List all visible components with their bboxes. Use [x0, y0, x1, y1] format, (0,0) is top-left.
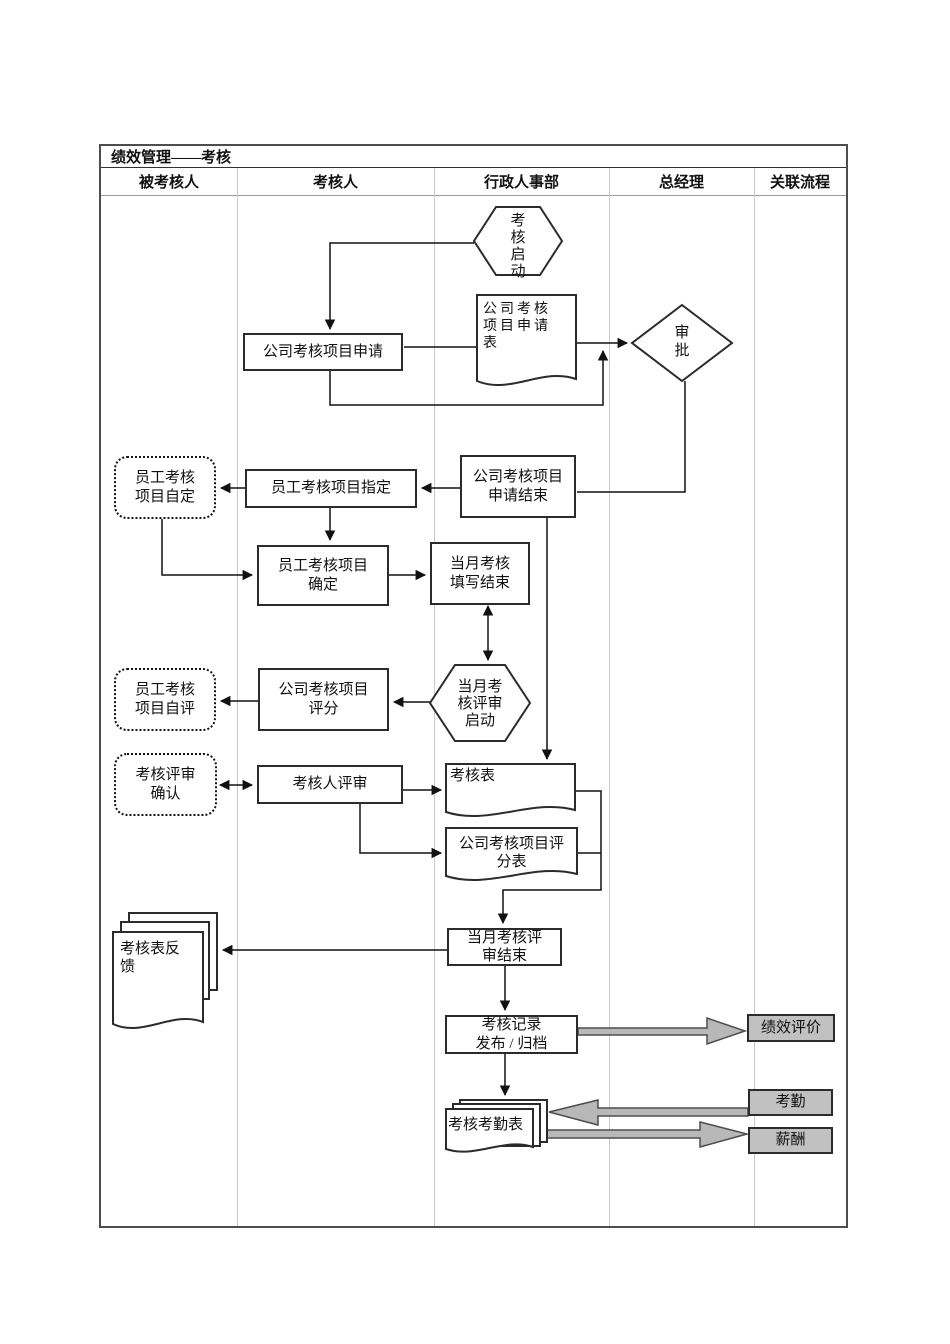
document-score-form-label: 公司考核项目评 分表 [458, 835, 564, 870]
connector-apply-loop [329, 349, 609, 406]
hexagon-start-shape [472, 206, 564, 276]
step-company-apply: 公司考核项目申请 [243, 333, 403, 371]
step-self-define: 员工考核 项目自定 [114, 456, 216, 519]
multidoc-attend-label: 考核考勤表 [448, 1117, 524, 1133]
hexagon-review-start-shape [428, 664, 532, 742]
hexagon-review-start-label: 当月考 核评审 启动 [457, 678, 503, 729]
hexagon-start-label: 考 核 启 动 [510, 213, 526, 280]
lane-divider-1 [237, 168, 238, 1226]
block-arrow-to-performance [577, 1016, 748, 1046]
connector-approve-to-applyend [577, 381, 686, 493]
connector-start-to-apply [324, 242, 474, 331]
diamond-approve-shape [630, 303, 734, 383]
lane-divider-4 [754, 168, 755, 1226]
lane-divider-3 [609, 168, 610, 1226]
lane-header-assessor: 考核人 [312, 175, 358, 191]
step-month-fill-end: 当月考核 填写结束 [430, 542, 530, 605]
step-assign: 员工考核项目指定 [245, 469, 417, 508]
step-review-confirm: 考核评审 确认 [114, 753, 217, 816]
lane-header-assessee: 被考核人 [138, 175, 199, 191]
document-apply-form-label: 公司考核 项目申请 表 [483, 302, 551, 352]
related-attendance-tag: 考勤 [748, 1089, 833, 1116]
document-assess-form-shape [445, 763, 576, 817]
step-apply-end: 公司考核项目 申请结束 [460, 455, 576, 518]
step-month-review-end: 当月考核评 审结束 [447, 928, 562, 966]
lane-header-related: 关联流程 [769, 175, 830, 191]
step-score: 公司考核项目 评分 [258, 668, 389, 731]
lane-header-row: 被考核人 考核人 行政人事部 总经理 关联流程 [101, 168, 846, 196]
step-confirm: 员工考核项目 确定 [257, 545, 389, 606]
block-arrow-from-attendance [548, 1099, 749, 1126]
step-reviewer-review: 考核人评审 [257, 765, 403, 804]
related-salary-tag: 薪酬 [748, 1127, 833, 1154]
document-score-form-shape [445, 827, 578, 881]
step-record-publish: 考核记录 发布 / 归档 [445, 1015, 578, 1054]
step-self-eval: 员工考核 项目自评 [114, 668, 216, 731]
connector-selfdefine-to-confirm [161, 519, 254, 581]
lane-header-gm: 总经理 [658, 175, 704, 191]
connector-reviewer-to-scoreform [359, 804, 443, 859]
block-arrow-to-salary [544, 1121, 750, 1148]
connector-forms-to-reviewend [497, 790, 602, 925]
diamond-approve-label: 审 批 [674, 324, 690, 359]
multidoc-feedback-label: 考核表反 馈 [120, 941, 181, 976]
document-assess-form-label: 考核表 [450, 768, 496, 784]
document-apply-form-shape [476, 294, 577, 386]
diagram-title: 绩效管理——考核 [101, 146, 846, 168]
lane-header-hr: 行政人事部 [483, 175, 559, 191]
multidoc-attend-front [445, 1108, 534, 1153]
related-performance-tag: 绩效评价 [747, 1014, 835, 1042]
multidoc-feedback-front [112, 931, 204, 1029]
